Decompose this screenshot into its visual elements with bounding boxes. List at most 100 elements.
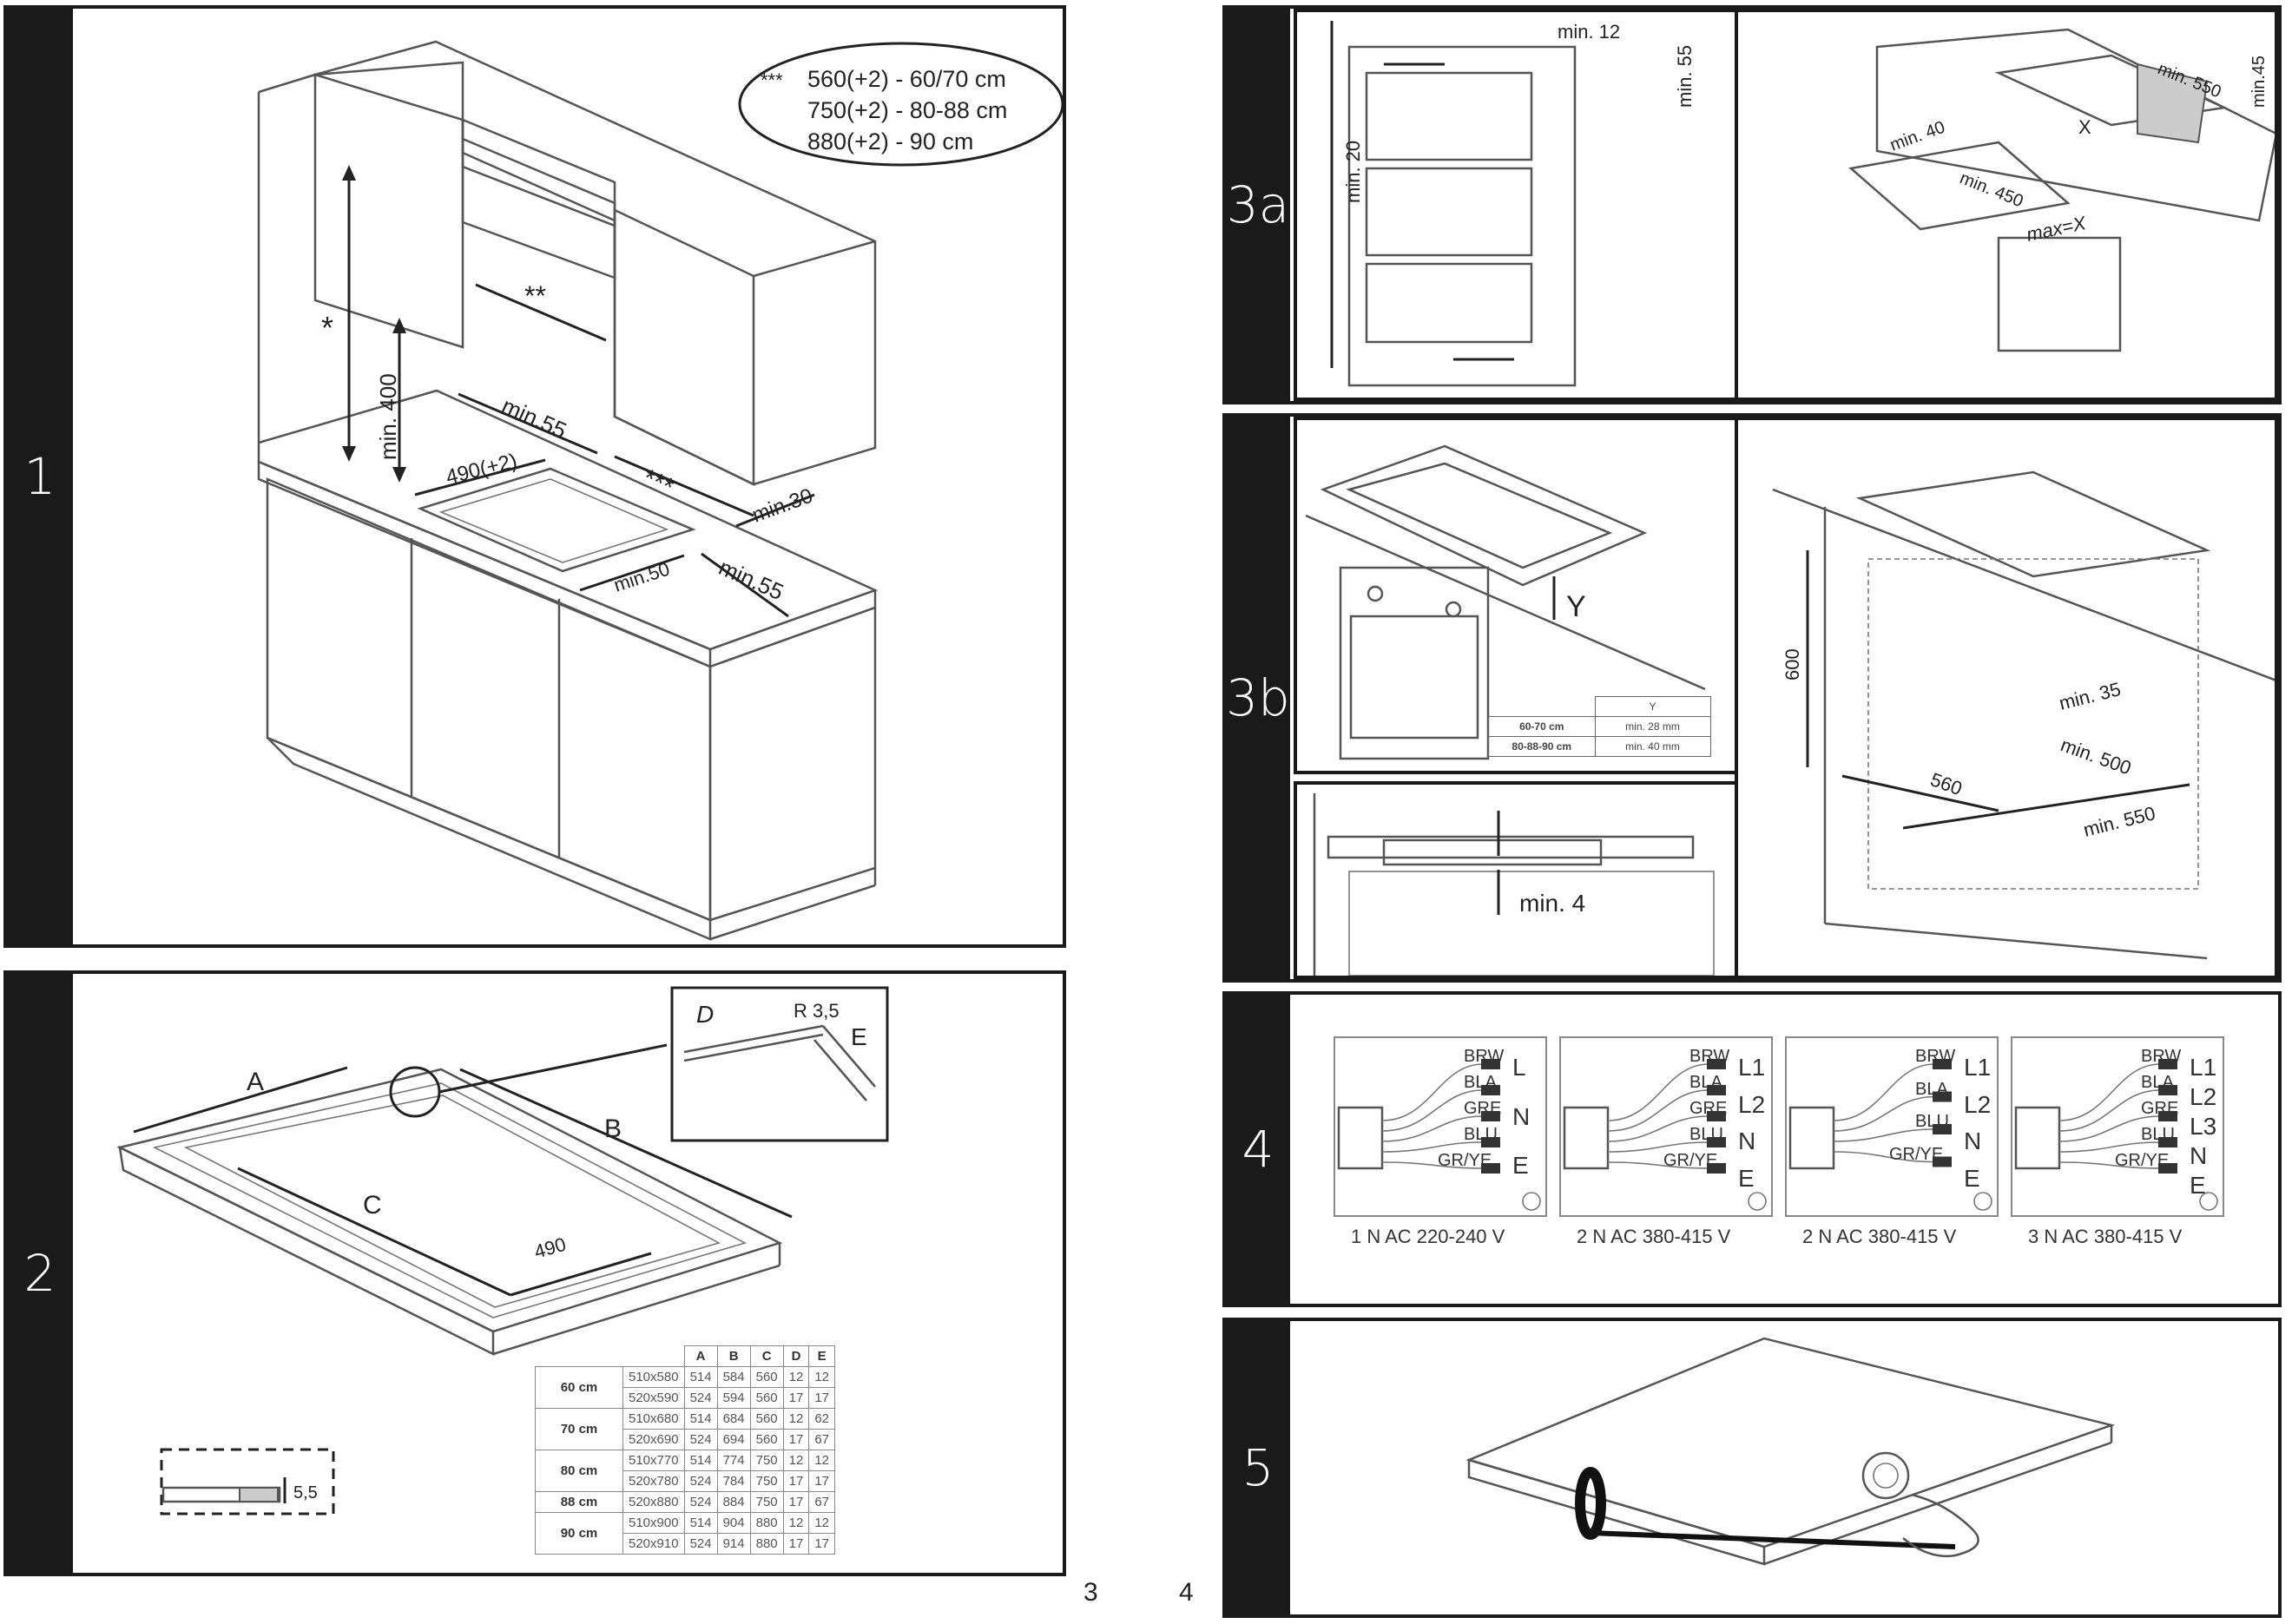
table-cell: 520x880 [622, 1491, 685, 1513]
table-cell: 12 [782, 1408, 810, 1430]
min550-label-3b: min. 550 [2081, 802, 2157, 841]
table-cell: 12 [808, 1366, 836, 1388]
table-group-label: 80 cm [535, 1450, 623, 1492]
wire-label: BLU [1464, 1125, 1498, 1144]
panel-2-seal-dimensions: 2 A B C 490 D R 3,5 E 5,5 [3, 970, 1066, 1576]
table-cell: 510x680 [622, 1408, 685, 1430]
min20-label: min. 20 [1342, 141, 1364, 203]
table-cell: 514 [683, 1450, 718, 1471]
table-cell: 520x590 [622, 1387, 685, 1409]
min12-label: min. 12 [1558, 21, 1620, 43]
wire-label: GRE [2141, 1099, 2179, 1118]
min35-label: min. 35 [2057, 678, 2123, 714]
table-cell: 914 [716, 1533, 751, 1555]
table-cell: 17 [782, 1491, 810, 1513]
panel-3a-right-drawing: min. 550 min.45 min. 40 min. 450 X max=X [1735, 9, 2278, 401]
wire-label: BRW [2141, 1047, 2182, 1066]
page-number-right: 4 [1179, 1578, 1194, 1607]
table-cell: 12 [782, 1512, 810, 1534]
terminal-label: N [1512, 1102, 1531, 1130]
wire-label: BRW [1689, 1047, 1730, 1066]
terminal-label: L [1512, 1054, 1526, 1081]
table-cell: 750 [749, 1491, 784, 1513]
table-cell: 520x910 [622, 1533, 685, 1555]
seal-frame-drawing: A B C 490 D R 3,5 E 5,5 [116, 986, 889, 1516]
min450-label: min. 450 [1957, 168, 2025, 211]
table-cell: 750 [749, 1450, 784, 1471]
terminal-label: L2 [1738, 1090, 1766, 1118]
y-row-2-size: 80-88-90 cm [1488, 736, 1596, 757]
panel-5-seal-application: 5 [1222, 1318, 2282, 1618]
wire-label: GR/YE [2115, 1151, 2170, 1170]
table-cell: 524 [683, 1429, 718, 1450]
terminal-label: E [1738, 1164, 1755, 1192]
min4-label: min. 4 [1519, 890, 1585, 917]
panel-3a-left-drawing: min. 12 min. 55 min. 20 [1294, 9, 1738, 401]
table-cell: 67 [808, 1429, 836, 1450]
panel-1-number: 1 [7, 9, 73, 944]
label-490: 490 [531, 1233, 568, 1263]
wire-label: BLA [1464, 1073, 1497, 1092]
wiring-caption: 3 N AC 380-415 V [2028, 1226, 2183, 1247]
wire-label: BRW [1915, 1047, 1956, 1066]
table-cell: 524 [683, 1533, 718, 1555]
label-e: E [851, 1023, 867, 1050]
y-row-1-size: 60-70 cm [1488, 716, 1596, 737]
min50-label: min.50 [611, 558, 673, 596]
table-cell: 17 [808, 1387, 836, 1409]
table-cell: 514 [683, 1408, 718, 1430]
table-cell: 17 [808, 1470, 836, 1492]
terminal-label: L2 [1964, 1090, 1992, 1118]
wire-label: BLA [2141, 1073, 2174, 1092]
table-cell: 17 [782, 1470, 810, 1492]
table-cell: 884 [716, 1491, 751, 1513]
y-row-1-value: min. 28 mm [1594, 716, 1711, 737]
oval-prefix: *** [761, 69, 783, 91]
min30-label: min.30 [749, 484, 816, 528]
table-cell: 904 [716, 1512, 751, 1534]
wire-label: BLA [1689, 1073, 1722, 1092]
table-group-label: 70 cm [535, 1408, 623, 1450]
wire-label: GR/YE [1663, 1151, 1718, 1170]
terminal-label: L3 [2190, 1113, 2217, 1140]
table-cell: 67 [808, 1491, 836, 1513]
table-group-label: 88 cm [535, 1491, 623, 1513]
col-d: D [782, 1345, 810, 1367]
oval-line-1: 560(+2) - 60/70 cm [807, 66, 1006, 92]
maxx-label: max=X [2025, 212, 2089, 246]
star-label: * [321, 310, 333, 345]
table-cell: 880 [749, 1512, 784, 1534]
x-label: X [2078, 116, 2091, 138]
wire-label: BRW [1464, 1047, 1505, 1066]
terminal-label: N [2190, 1142, 2208, 1169]
terminal-label: N [1738, 1128, 1756, 1154]
table-cell: 12 [782, 1450, 810, 1471]
cutout-width-label: 490(+2) [444, 449, 519, 489]
table-cell: 774 [716, 1450, 751, 1471]
kitchen-cabinet-drawing: * ** *** min. 400 min.55 490(+2) min.30 … [257, 40, 1063, 941]
wire-label: BLU [1915, 1112, 1949, 1131]
table-cell: 880 [749, 1533, 784, 1555]
y-row-2-value: min. 40 mm [1594, 736, 1711, 757]
table-cell: 750 [749, 1470, 784, 1492]
terminal-label: E [1512, 1152, 1529, 1180]
col-a: A [683, 1345, 718, 1367]
wire-label: GRE [1464, 1099, 1502, 1118]
wiring-caption: 2 N AC 380-415 V [1577, 1226, 1731, 1247]
oval-line-2: 750(+2) - 80-88 cm [807, 97, 1007, 123]
table-cell: 17 [782, 1533, 810, 1555]
label-b: B [604, 1114, 622, 1143]
wiring-caption: 2 N AC 380-415 V [1802, 1226, 1957, 1247]
oval-line-3: 880(+2) - 90 cm [807, 128, 973, 155]
wire-label: GR/YE [1438, 1151, 1492, 1170]
terminal-label: L1 [2190, 1054, 2217, 1081]
wiring-caption: 1 N AC 220-240 V [1351, 1226, 1505, 1247]
panel-2-number: 2 [7, 974, 73, 1573]
